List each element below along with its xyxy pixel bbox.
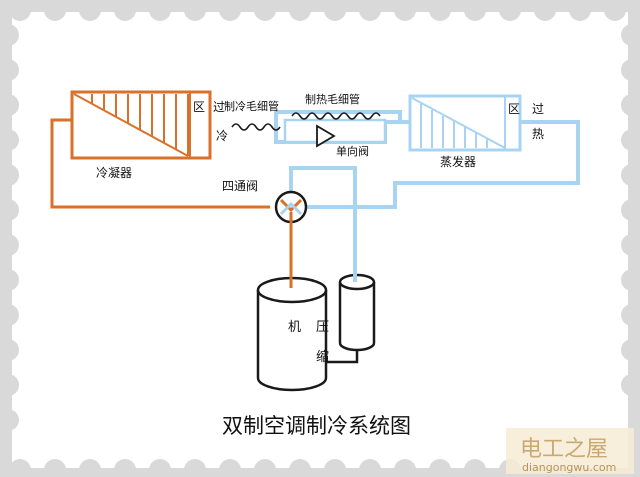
watermark-url: diangongwu.com (522, 461, 616, 474)
cooling-capillary-side-char: 冷 (216, 129, 228, 143)
evaporator-label: 蒸发器 (440, 154, 476, 169)
accumulator-connection (326, 350, 359, 364)
heating-capillary-label: 制热毛细管 (305, 92, 360, 106)
superheat-char-2: 热 (532, 127, 544, 141)
accumulator (338, 168, 376, 352)
condenser-zone-char: 区 (193, 100, 205, 114)
stamp-edge-top (9, 0, 626, 21)
watermark: 电工之屋 diangongwu.com (506, 428, 634, 474)
heating-capillary-coil (291, 112, 381, 120)
compressor (256, 276, 328, 392)
compressor-char-2: 压 (316, 320, 329, 335)
evaporator-zone-char: 区 (508, 102, 520, 116)
cooling-capillary-label: 制冷毛细管 (224, 99, 279, 113)
diagram-title: 双制空调制冷系统图 (222, 414, 411, 438)
condenser (70, 90, 212, 160)
stamp-card (12, 12, 628, 468)
compressor-char-3: 缩 (316, 349, 329, 365)
condenser-label: 冷凝器 (96, 165, 132, 180)
stamp-edge-right (621, 24, 640, 396)
watermark-brand: 电工之屋 (520, 437, 608, 462)
stamp-edge-left (0, 24, 19, 431)
compressor-char-1: 机 (288, 320, 301, 335)
check-valve-label: 单向阀 (336, 144, 369, 158)
check-valve-symbol (316, 124, 336, 148)
evaporator (408, 94, 522, 152)
stamp-edge-bottom (9, 459, 521, 477)
superheat-char-1: 过 (532, 102, 544, 116)
check-valve-box (283, 118, 387, 144)
cooling-capillary-coil (231, 123, 281, 131)
cooling-capillary-overlay-char: 过 (213, 100, 225, 114)
four-way-valve-label: 四通阀 (222, 179, 258, 193)
